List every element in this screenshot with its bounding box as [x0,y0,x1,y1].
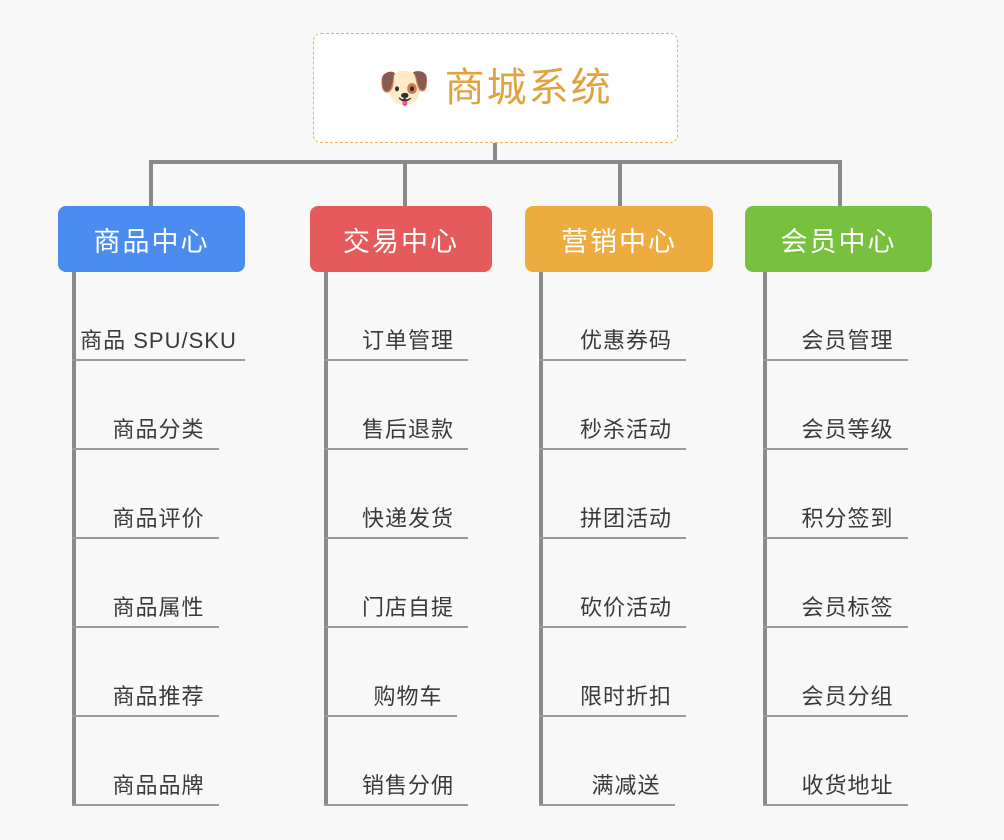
leaf-label: 会员标签 [801,595,894,620]
leaf-underline [763,448,908,450]
leaf-underline [539,448,686,450]
leaf-underline [763,804,908,806]
leaf-underline [324,359,468,361]
category-box-product-center[interactable]: 商品中心 [58,206,245,272]
leaf-label: 门店自提 [361,595,454,620]
leaf-label: 会员分组 [801,684,894,709]
category-label: 商品中心 [93,226,210,257]
leaf-underline [324,448,468,450]
leaf-label: 销售分佣 [361,773,454,798]
leaf-label: 满减送 [591,773,661,798]
leaf-item[interactable]: 满减送 [539,717,713,806]
leaf-item[interactable]: 商品品牌 [72,717,245,806]
leaf-underline [72,626,219,628]
leaf-item[interactable]: 收货地址 [763,717,932,806]
branch-trunk-line-trade-center [324,272,328,806]
leaf-label: 购物车 [373,684,443,709]
leaf-list-product-center: 商品 SPU/SKU 商品分类商品评价商品属性商品推荐商品品牌 [72,272,245,806]
leaf-underline [763,715,908,717]
leaf-list-member-center: 会员管理会员等级积分签到会员标签会员分组收货地址 [763,272,932,806]
leaf-underline [72,448,219,450]
leaf-item[interactable]: 销售分佣 [324,717,492,806]
leaf-underline [539,804,675,806]
leaf-item[interactable]: 限时折扣 [539,628,713,717]
category-drop-line-1 [403,160,407,208]
leaf-label: 商品 SPU/SKU [80,328,237,353]
leaf-underline [539,537,686,539]
leaf-label: 商品属性 [112,595,205,620]
leaf-item[interactable]: 砍价活动 [539,539,713,628]
leaf-label: 砍价活动 [579,595,672,620]
leaf-underline [72,359,245,361]
leaf-item[interactable]: 快递发货 [324,450,492,539]
leaf-item[interactable]: 积分签到 [763,450,932,539]
leaf-list-trade-center: 订单管理售后退款快递发货门店自提购物车销售分佣 [324,272,492,806]
leaf-item[interactable]: 商品属性 [72,539,245,628]
branch-trunk-line-member-center [763,272,767,806]
leaf-item[interactable]: 会员分组 [763,628,932,717]
leaf-underline [763,537,908,539]
leaf-label: 商品品牌 [112,773,205,798]
category-drop-line-2 [618,160,622,208]
distribution-bar-line [149,160,842,164]
leaf-underline [539,715,686,717]
leaf-underline [72,804,219,806]
leaf-label: 秒杀活动 [579,417,672,442]
leaf-underline [324,715,457,717]
leaf-underline [539,359,686,361]
leaf-label: 售后退款 [361,417,454,442]
category-label: 会员中心 [780,226,897,257]
leaf-label: 商品评价 [112,506,205,531]
root-stem-line [493,143,497,164]
branch-trunk-line-marketing-center [539,272,543,806]
leaf-item[interactable]: 订单管理 [324,272,492,361]
leaf-item[interactable]: 秒杀活动 [539,361,713,450]
leaf-item[interactable]: 商品 SPU/SKU [72,272,245,361]
leaf-label: 会员管理 [801,328,894,353]
leaf-label: 拼团活动 [579,506,672,531]
leaf-underline [324,626,468,628]
leaf-item[interactable]: 购物车 [324,628,492,717]
leaf-underline [72,715,219,717]
category-box-trade-center[interactable]: 交易中心 [310,206,492,272]
category-drop-line-3 [838,160,842,208]
leaf-underline [324,804,468,806]
category-label: 交易中心 [343,226,459,257]
leaf-item[interactable]: 门店自提 [324,539,492,628]
category-drop-line-0 [149,160,153,208]
leaf-label: 积分签到 [801,506,894,531]
leaf-item[interactable]: 优惠券码 [539,272,713,361]
category-box-marketing-center[interactable]: 营销中心 [525,206,713,272]
leaf-item[interactable]: 商品推荐 [72,628,245,717]
leaf-label: 商品推荐 [112,684,205,709]
leaf-underline [763,626,908,628]
leaf-item[interactable]: 会员标签 [763,539,932,628]
category-box-member-center[interactable]: 会员中心 [745,206,932,272]
leaf-underline [324,537,468,539]
leaf-item[interactable]: 商品分类 [72,361,245,450]
shiba-dog-face-icon: 🐶 [378,63,431,112]
leaf-label: 快递发货 [361,506,454,531]
leaf-item[interactable]: 会员等级 [763,361,932,450]
leaf-label: 订单管理 [361,328,454,353]
branch-trunk-line-product-center [72,272,76,806]
root-node[interactable]: 🐶 商城系统 [313,33,678,143]
leaf-label: 优惠券码 [579,328,672,353]
root-title: 商城系统 [444,66,613,110]
leaf-label: 限时折扣 [579,684,672,709]
leaf-label: 收货地址 [801,773,894,798]
leaf-underline [763,359,908,361]
leaf-underline [72,537,219,539]
leaf-item[interactable]: 会员管理 [763,272,932,361]
leaf-underline [539,626,686,628]
leaf-item[interactable]: 售后退款 [324,361,492,450]
leaf-item[interactable]: 商品评价 [72,450,245,539]
leaf-label: 会员等级 [801,417,894,442]
leaf-label: 商品分类 [112,417,205,442]
leaf-list-marketing-center: 优惠券码秒杀活动拼团活动砍价活动限时折扣满减送 [539,272,713,806]
category-label: 营销中心 [561,226,677,257]
leaf-item[interactable]: 拼团活动 [539,450,713,539]
